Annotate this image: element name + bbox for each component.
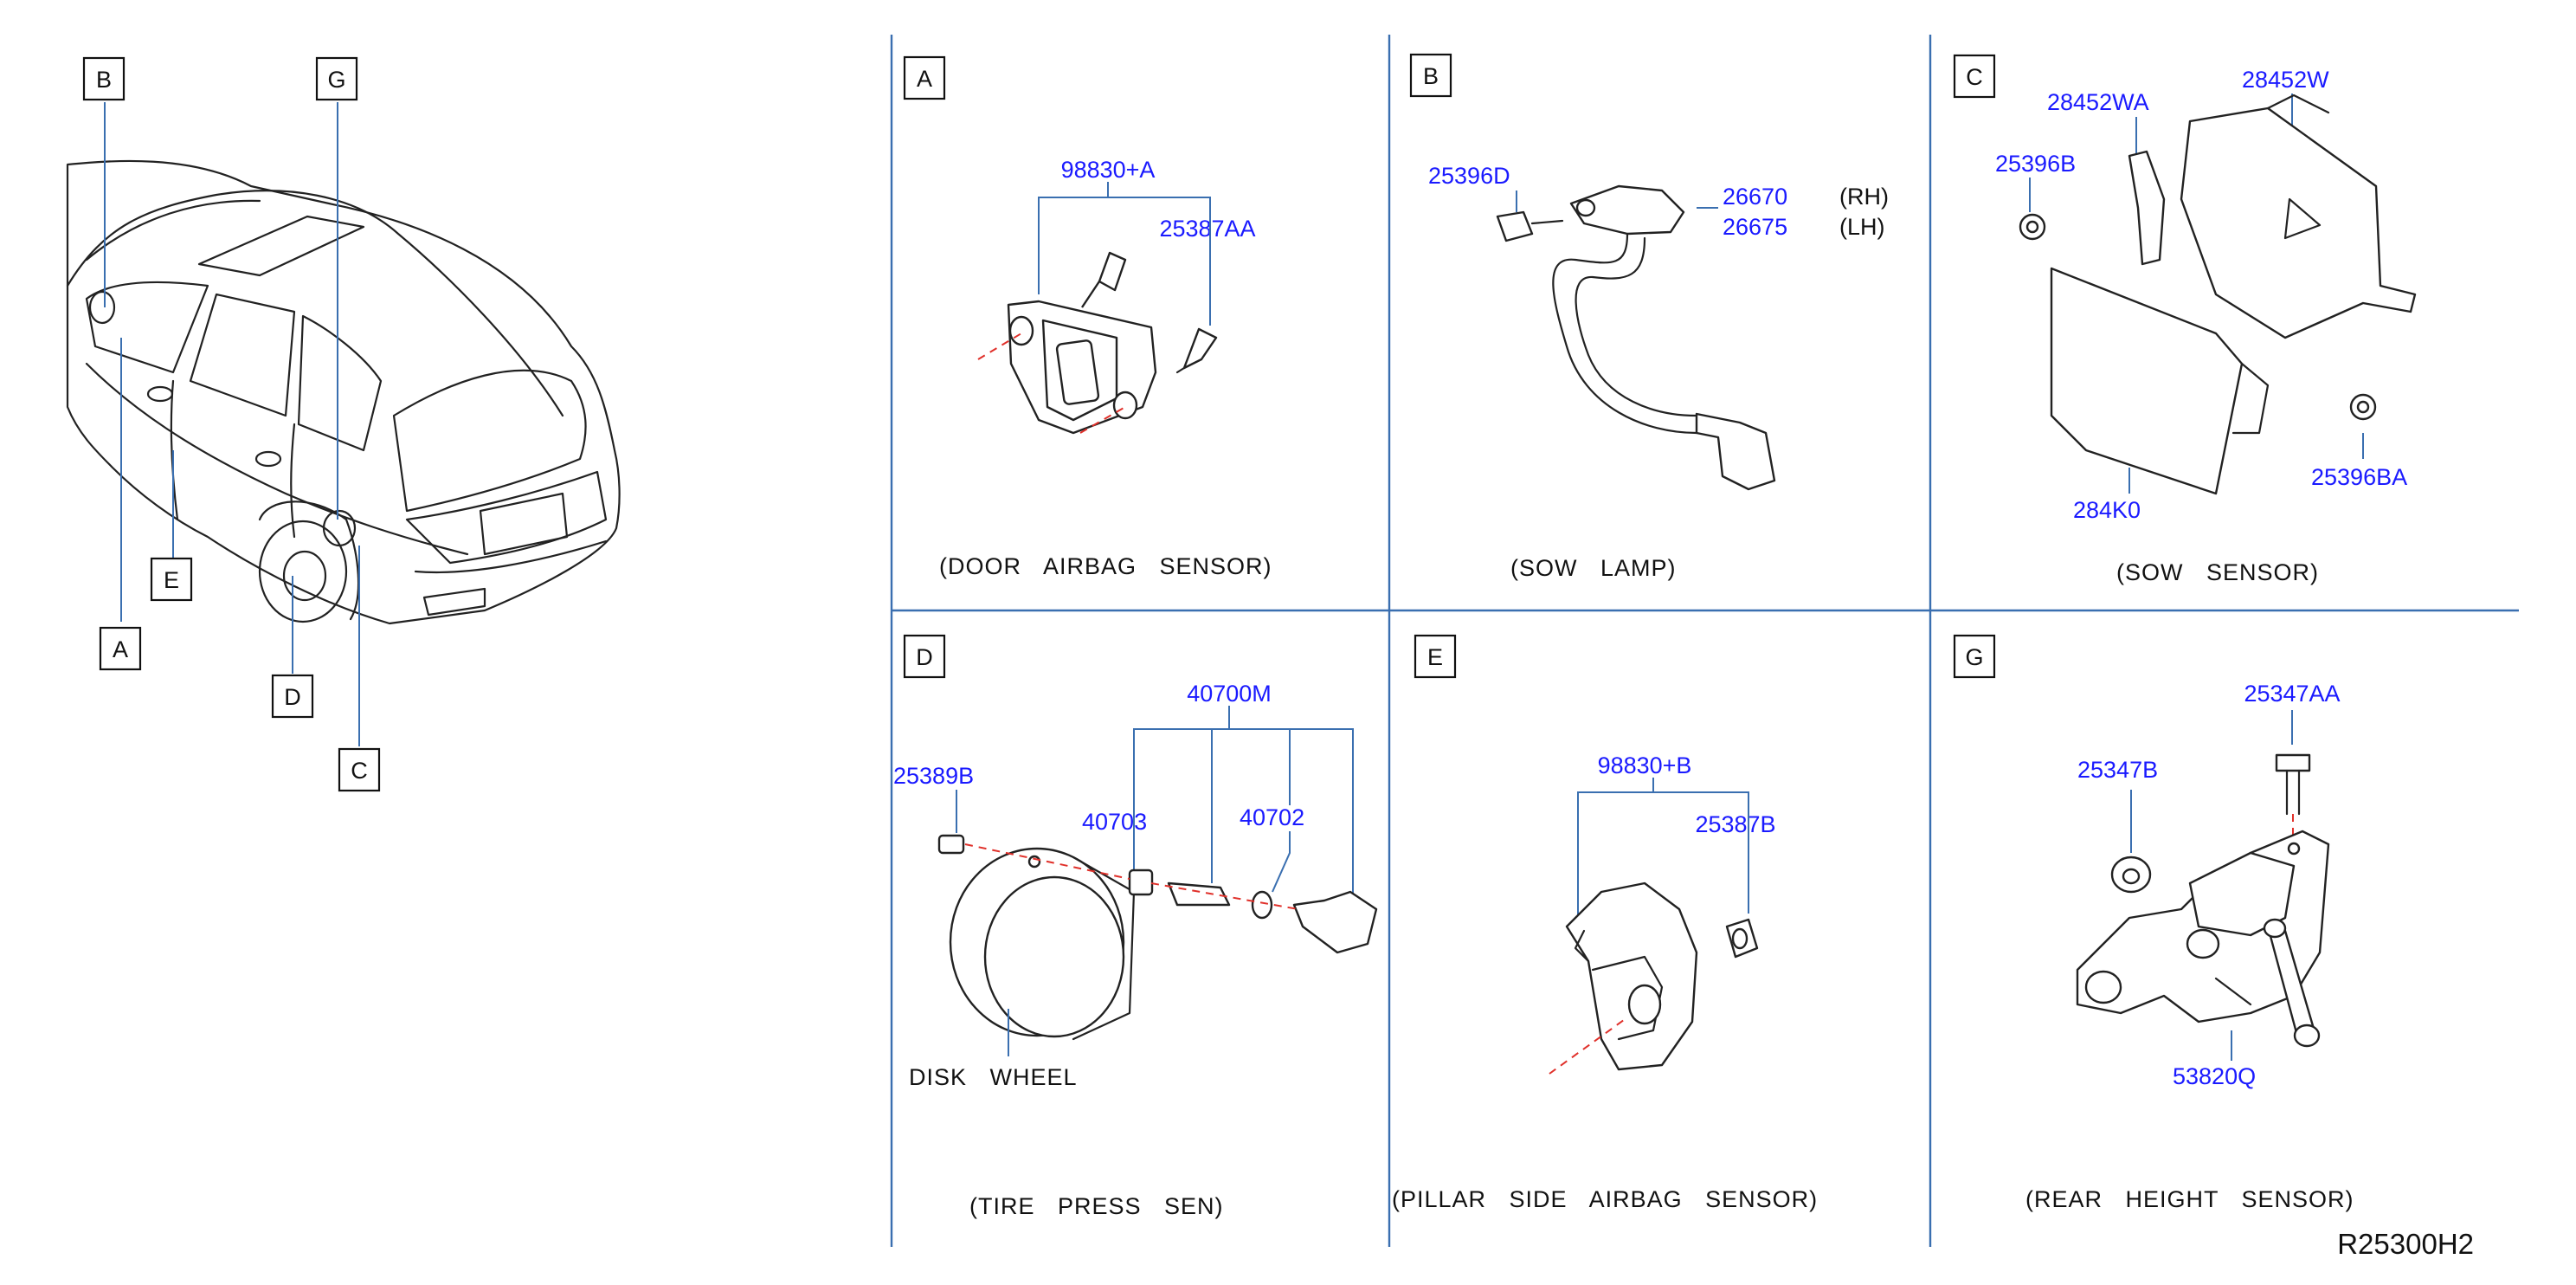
panel-letter: C [1966, 64, 1983, 90]
part-number: 25347AA [2244, 681, 2340, 707]
panel-letter: G [1965, 644, 1983, 670]
car-callout-D: D [271, 674, 314, 719]
panel-G: G 25347AA 25347B 53820Q (REAR HEIGHT SEN… [1953, 634, 2354, 1212]
panel-letter: D [916, 644, 933, 670]
panel-caption: (SOW SENSOR) [2116, 559, 2319, 585]
panel-caption: (TIRE PRESS SEN) [969, 1193, 1224, 1219]
part-number: 28452WA [2047, 89, 2149, 115]
part-number: 26675 [1723, 214, 1787, 240]
panel-caption: (PILLAR SIDE AIRBAG SENSOR) [1392, 1186, 1818, 1212]
part-number: 25347B [2077, 757, 2158, 783]
part-number: 40703 [1082, 809, 1147, 835]
part-number: 25387AA [1159, 216, 1255, 242]
panel-A: A 98830+A 25387AA (DOOR AIRBAG SENSOR) [903, 55, 1272, 579]
panel-caption: (REAR HEIGHT SENSOR) [2025, 1186, 2354, 1212]
panel-C: C 28452WA 28452W 25396B 284K0 25396BA (S… [1953, 54, 2417, 585]
part-number: 284K0 [2073, 497, 2141, 523]
car-overview [66, 102, 621, 746]
panel-E: E 98830+B 25387B (PILLAR SIDE AIRBAG SEN… [1392, 634, 1818, 1212]
car-callout-G: G [315, 56, 358, 101]
part-number: 25396BA [2311, 464, 2407, 490]
side-label: (LH) [1839, 214, 1885, 240]
panel-caption: (SOW LAMP) [1510, 555, 1677, 581]
svg-text:E: E [164, 567, 179, 593]
panel-letter: B [1423, 63, 1439, 89]
part-number: 53820Q [2173, 1063, 2256, 1089]
panel-D: D 40700M 25389B 40703 40702 DISK WHEEL (… [893, 634, 1378, 1219]
car-windows [85, 281, 296, 417]
svg-text:D: D [284, 684, 301, 710]
car-rear-wheel [258, 520, 348, 623]
svg-text:G: G [327, 67, 345, 93]
part-number: 28452W [2242, 67, 2329, 93]
car-callout-C: C [338, 747, 381, 792]
panel-caption: (DOOR AIRBAG SENSOR) [939, 553, 1272, 579]
car-callout-A: A [99, 626, 142, 671]
disk-wheel-label: DISK WHEEL [909, 1064, 1078, 1090]
car-callout-B: B [82, 56, 126, 101]
svg-text:B: B [96, 67, 112, 93]
car-callout-E: E [150, 557, 193, 602]
panel-grid [890, 35, 2519, 1247]
part-number: 25389B [893, 763, 974, 789]
part-number: 25396B [1995, 151, 2076, 177]
part-number: 40702 [1240, 804, 1304, 830]
panel-B: B 25396D 26670 26675 (RH) (LH) (SOW LAMP… [1409, 53, 1889, 581]
svg-text:A: A [113, 636, 128, 662]
part-number: 40700M [1187, 681, 1272, 707]
panel-letter: A [917, 66, 932, 92]
side-label: (RH) [1839, 184, 1889, 210]
svg-text:C: C [351, 758, 368, 784]
part-number: 98830+A [1061, 157, 1156, 183]
car-body-outline [66, 159, 621, 625]
panel-letter: E [1427, 644, 1443, 670]
part-number: 26670 [1723, 184, 1787, 210]
diagram-code: R25300H2 [2337, 1228, 2474, 1260]
part-number: 25396D [1428, 163, 1510, 189]
part-number: 25387B [1695, 811, 1775, 837]
part-number: 98830+B [1598, 752, 1692, 778]
